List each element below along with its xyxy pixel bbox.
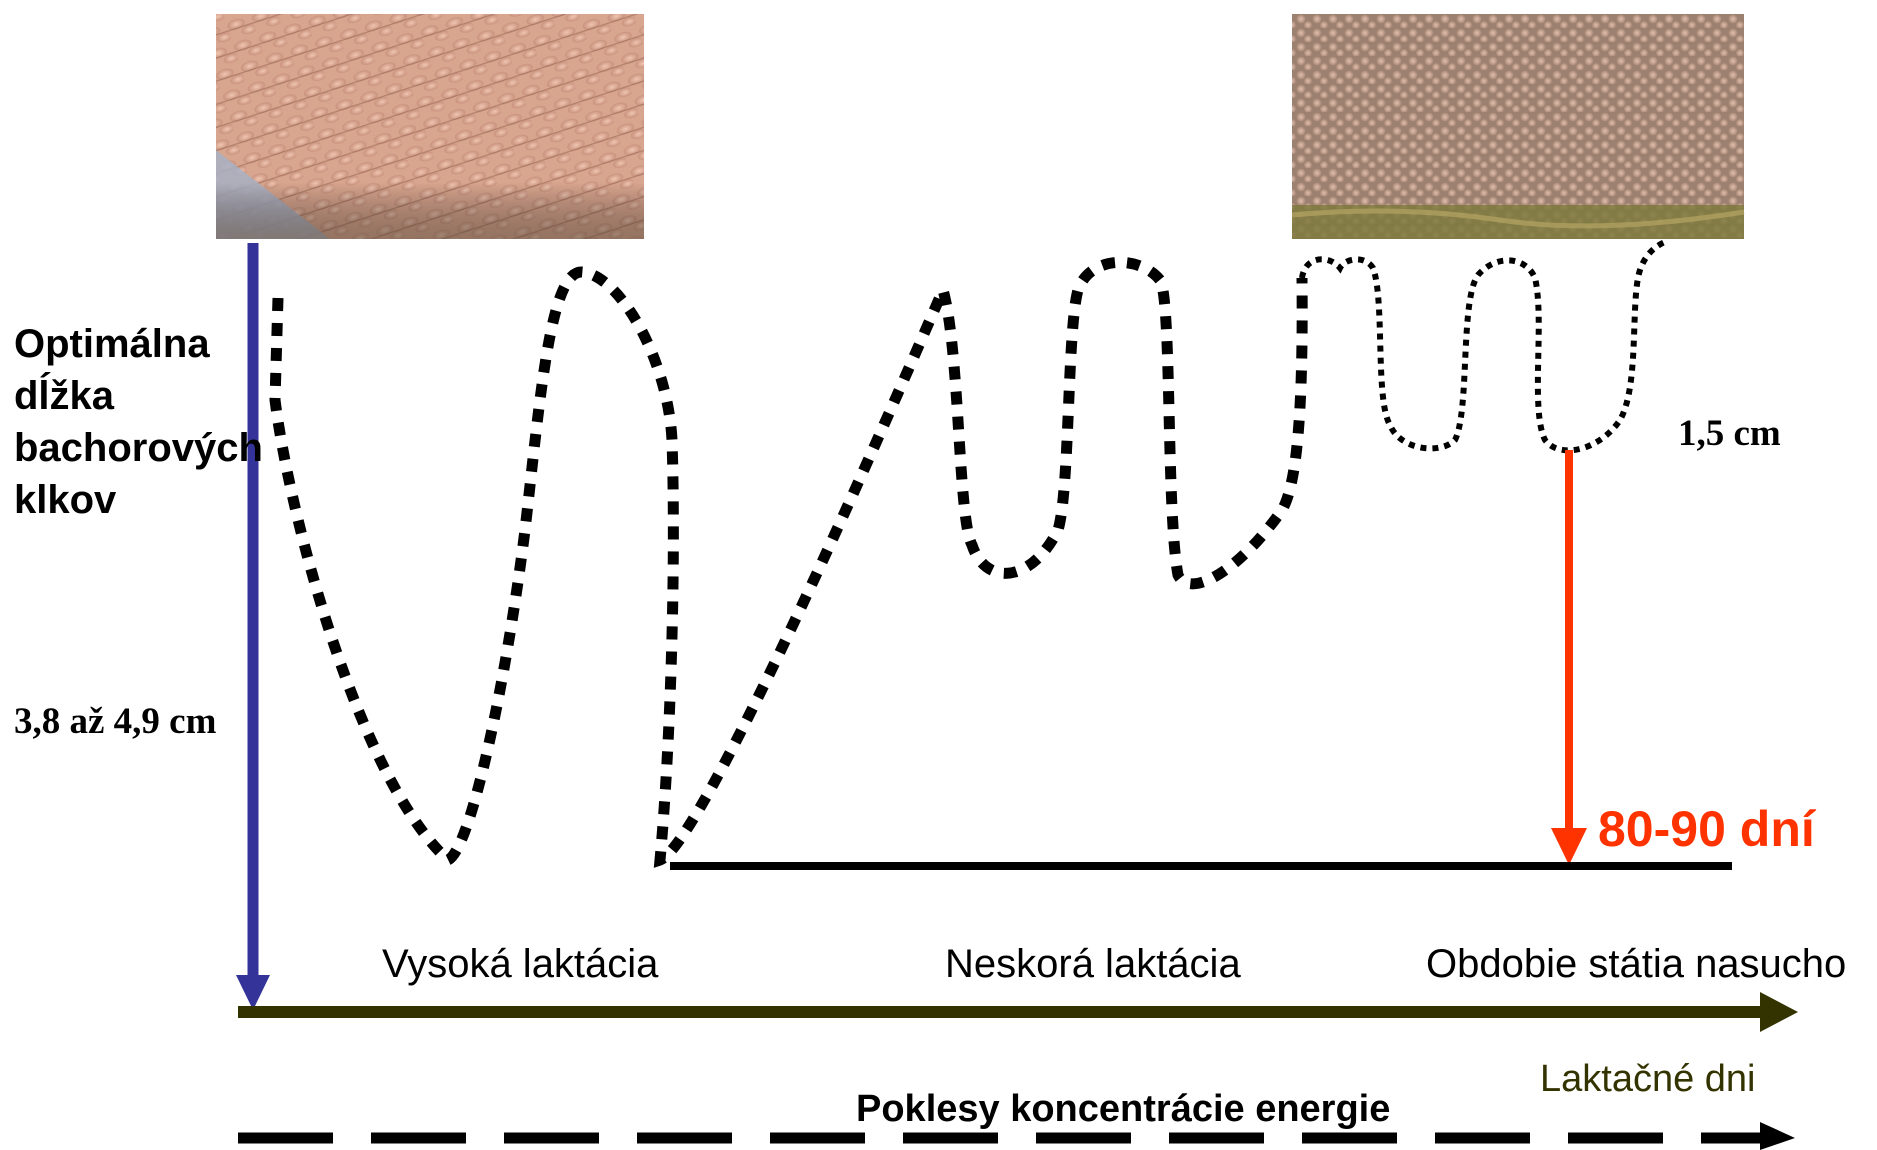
lactation-days-axis-arrowhead [1760, 992, 1798, 1032]
x-axis-label: Laktačné dni [1540, 1058, 1756, 1101]
y-label-line: bachorových [14, 422, 263, 474]
phase-late-lactation: Neskorá laktácia [945, 942, 1241, 987]
phase-dry-period: Obdobie státia nasucho [1426, 942, 1846, 987]
y-label-line: dĺžka [14, 370, 263, 422]
papillae-length-curve-thick [275, 262, 1302, 860]
phase-high-lactation: Vysoká laktácia [382, 942, 658, 987]
y-label-line: Optimálna [14, 318, 263, 370]
optimal-length-arrowhead [236, 975, 270, 1010]
y-axis-label: Optimálna dĺžka bachorových klkov [14, 318, 263, 526]
energy-drops-label: Poklesy koncentrácie energie [856, 1088, 1390, 1131]
days-arrowhead [1551, 828, 1587, 865]
end-length-label: 1,5 cm [1678, 412, 1781, 455]
short-rumen-papillae-photo [1292, 14, 1744, 239]
y-label-line: klkov [14, 474, 263, 526]
days-label: 80-90 dní [1598, 800, 1815, 858]
start-length-label: 3,8 až 4,9 cm [14, 700, 216, 743]
papillae-length-curve-thin [1302, 242, 1665, 450]
long-rumen-papillae-photo [216, 14, 644, 239]
energy-dashed-arrowhead [1760, 1122, 1795, 1150]
